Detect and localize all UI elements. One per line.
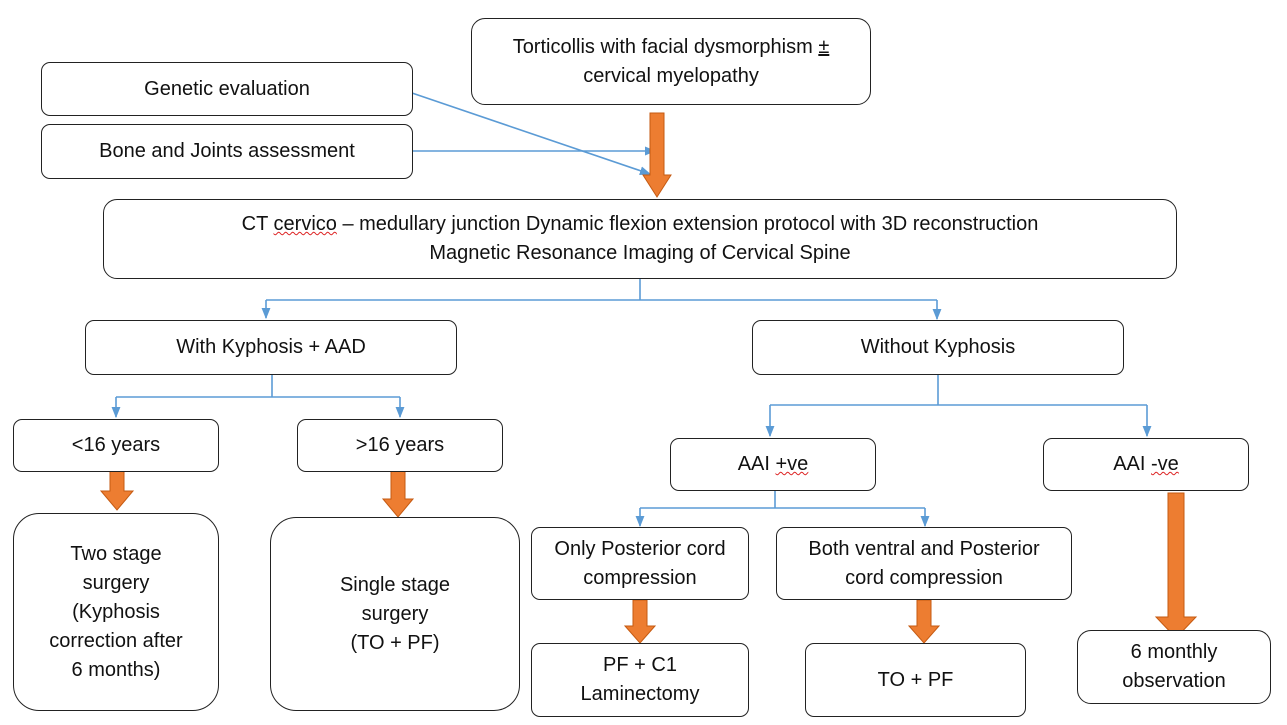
genetic-to-ct-connector [411,92,652,175]
over-16-label: >16 years [355,434,445,456]
aai-neg-to-six-monthly-arrow [1154,492,1198,639]
only-posterior-node: Only Posterior cord compression [531,527,749,600]
only-posterior-line: Only Posterior cord [554,537,726,560]
without-kyphosis-node: Without Kyphosis [752,320,1124,375]
over-16-node: >16 years [297,419,503,472]
aai-negative-suffix: -ve [1151,453,1179,475]
single-stage-line: Single stage [339,573,451,596]
under16-to-two-stage-arrow [99,470,135,511]
to-pf-label: TO + PF [877,668,954,691]
six-monthly-line: observation [1122,670,1226,692]
two-stage-line: (Kyphosis [72,600,160,623]
torticollis-line2: cervical myelopathy [583,64,759,87]
aai-negative-node: AAI -ve [1043,438,1249,491]
to-pf-node: TO + PF [805,643,1026,717]
six-monthly-line: 6 monthly [1130,641,1218,663]
genetic-evaluation-node: Genetic evaluation [41,62,413,116]
under-16-node: <16 years [13,419,219,472]
six-monthly-observation-node: 6 monthly observation [1077,630,1271,704]
two-stage-line: correction after [49,629,183,652]
both-ventral-line: Both ventral and Posterior [808,537,1040,560]
ct-mri-node: CT cervico – medullary junction Dynamic … [103,199,1177,279]
plus-minus-symbol: ± [818,35,830,58]
aai-positive-suffix: +ve [775,453,809,475]
with-kyphosis-node: With Kyphosis + AAD [85,320,457,375]
ct-cervico-word: cervico [273,213,337,235]
single-stage-surgery-node: Single stage surgery (TO + PF) [270,517,520,711]
genetic-evaluation-label: Genetic evaluation [144,77,310,100]
aai-positive-node: AAI +ve [670,438,876,491]
ct-line2: Magnetic Resonance Imaging of Cervical S… [429,242,851,264]
without-kyphosis-label: Without Kyphosis [860,336,1016,358]
only-posterior-to-pf-c1-arrow [623,599,657,644]
bone-joints-label: Bone and Joints assessment [99,140,355,162]
pf-c1-line: PF + C1 [603,654,677,676]
two-stage-line: surgery [82,571,150,594]
two-stage-line: Two stage [70,542,162,565]
top-to-ct-arrow [642,112,672,198]
with-kyphosis-label: With Kyphosis + AAD [176,336,366,358]
over16-to-single-stage-arrow [381,470,415,518]
bone-joints-node: Bone and Joints assessment [41,124,413,179]
both-ventral-to-to-pf-arrow [907,599,941,644]
two-stage-line: 6 months) [71,658,161,681]
pf-c1-laminectomy-node: PF + C1 Laminectomy [531,643,749,717]
under-16-label: <16 years [71,434,161,456]
ct-word: CT [241,213,268,235]
aai-negative-prefix: AAI [1113,453,1146,475]
only-posterior-line: compression [583,566,697,589]
two-stage-surgery-node: Two stage surgery (Kyphosis correction a… [13,513,219,711]
torticollis-line1: Torticollis with facial dysmorphism [512,35,813,58]
both-ventral-node: Both ventral and Posterior cord compress… [776,527,1072,600]
torticollis-node: Torticollis with facial dysmorphism ± ce… [471,18,871,105]
single-stage-line: surgery [361,602,429,625]
single-stage-line: (TO + PF) [350,631,440,654]
ct-line1-rest: – medullary junction Dynamic flexion ext… [342,213,1039,235]
pf-c1-line: Laminectomy [580,683,700,705]
both-ventral-line: cord compression [845,566,1003,589]
aai-positive-prefix: AAI [737,453,770,475]
